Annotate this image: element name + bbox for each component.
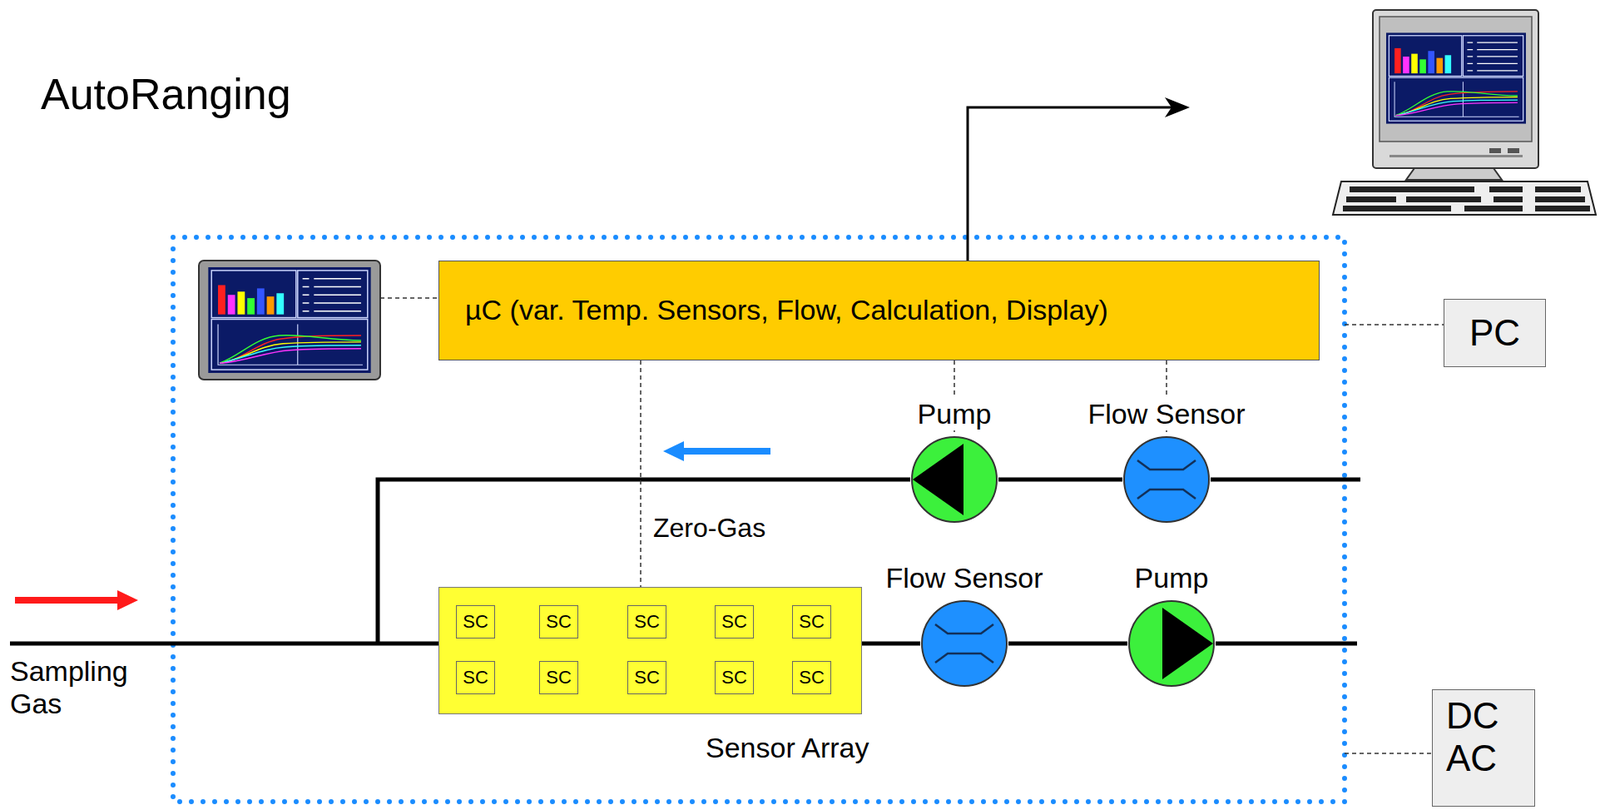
sensor-cell: SC: [455, 604, 496, 639]
signal-line: [639, 360, 642, 587]
gas-pipe: [998, 477, 1123, 482]
output-wire: [967, 107, 1174, 261]
power-label: DC AC: [1446, 694, 1521, 779]
sensor-cell: SC: [539, 604, 579, 639]
pc-label: PC: [1469, 312, 1521, 355]
pump-triangle: [1162, 607, 1214, 679]
sensor-cell-label: SC: [721, 666, 748, 688]
power-link: [1344, 752, 1432, 754]
sensor-cell-label: SC: [634, 610, 660, 632]
sensor-cell-label: SC: [545, 666, 572, 688]
flow-sensor-symbol: Flow Sensor: [920, 599, 1009, 688]
sensor-cell-label: SC: [798, 666, 825, 688]
flow-sensor-label: Flow Sensor: [1085, 397, 1249, 431]
zero-gas-flow-arrow: [663, 440, 771, 461]
controller-label: µC (var. Temp. Sensors, Flow, Calculatio…: [465, 293, 1109, 327]
housing-outline: [173, 237, 1345, 802]
gas-pipe: [861, 641, 921, 646]
sensor-array-box: Sensor ArraySCSCSCSCSCSCSCSCSCSC: [438, 586, 862, 714]
sensor-cell: SC: [539, 660, 579, 694]
power-box: DC AC: [1431, 688, 1536, 807]
sensor-cell-label: SC: [798, 610, 825, 632]
symbol-disc: [1124, 436, 1209, 522]
flow-sensor-mark: [1137, 460, 1196, 499]
sensor-cell: SC: [714, 660, 754, 694]
gas-pipe: [1008, 641, 1128, 646]
symbol-disc: [911, 436, 997, 522]
sensor-array-label: Sensor Array: [705, 731, 870, 764]
flow-sensor-circle: [1122, 435, 1211, 524]
sensor-cell-label: SC: [462, 610, 489, 632]
pump-label: Pump: [915, 397, 995, 431]
sensor-cell: SC: [627, 660, 667, 694]
output-arrowhead: [1164, 97, 1190, 118]
computer-icon: [1332, 9, 1596, 215]
flow-label: Zero-Gas: [653, 512, 837, 544]
pc-link: [1344, 323, 1444, 326]
sensor-cell-label: SC: [545, 610, 572, 632]
pump-circle: [910, 435, 999, 524]
sensor-cell-label: SC: [634, 666, 660, 688]
symbol-disc: [921, 600, 1007, 686]
sensor-cell: SC: [792, 604, 832, 639]
display-link: [380, 297, 439, 299]
flow-label: Sampling Gas: [9, 654, 144, 720]
display-icon: [198, 260, 381, 380]
pump-symbol: Pump: [910, 435, 999, 524]
pump-symbol: Pump: [1127, 599, 1216, 688]
flow-sensor-label: Flow Sensor: [883, 561, 1046, 595]
diagram-title: AutoRanging: [40, 69, 292, 120]
sensor-cell: SC: [792, 660, 832, 694]
pump-triangle: [912, 443, 964, 516]
pc-box: PC: [1443, 298, 1546, 367]
flow-sensor-circle: [920, 599, 1009, 688]
microcontroller-box: µC (var. Temp. Sensors, Flow, Calculatio…: [438, 260, 1320, 361]
flow-sensor-mark: [935, 624, 994, 663]
pump-circle: [1127, 599, 1216, 688]
pump-label: Pump: [1132, 561, 1212, 595]
sensor-cell: SC: [627, 604, 667, 639]
sampling-flow-arrow: [14, 589, 139, 610]
sensor-cell: SC: [455, 660, 496, 694]
sensor-cell-label: SC: [721, 610, 748, 632]
flow-sensor-symbol: Flow Sensor: [1122, 435, 1211, 524]
sensor-cell: SC: [714, 604, 754, 639]
sensor-cell-label: SC: [462, 666, 489, 688]
symbol-disc: [1129, 600, 1214, 686]
